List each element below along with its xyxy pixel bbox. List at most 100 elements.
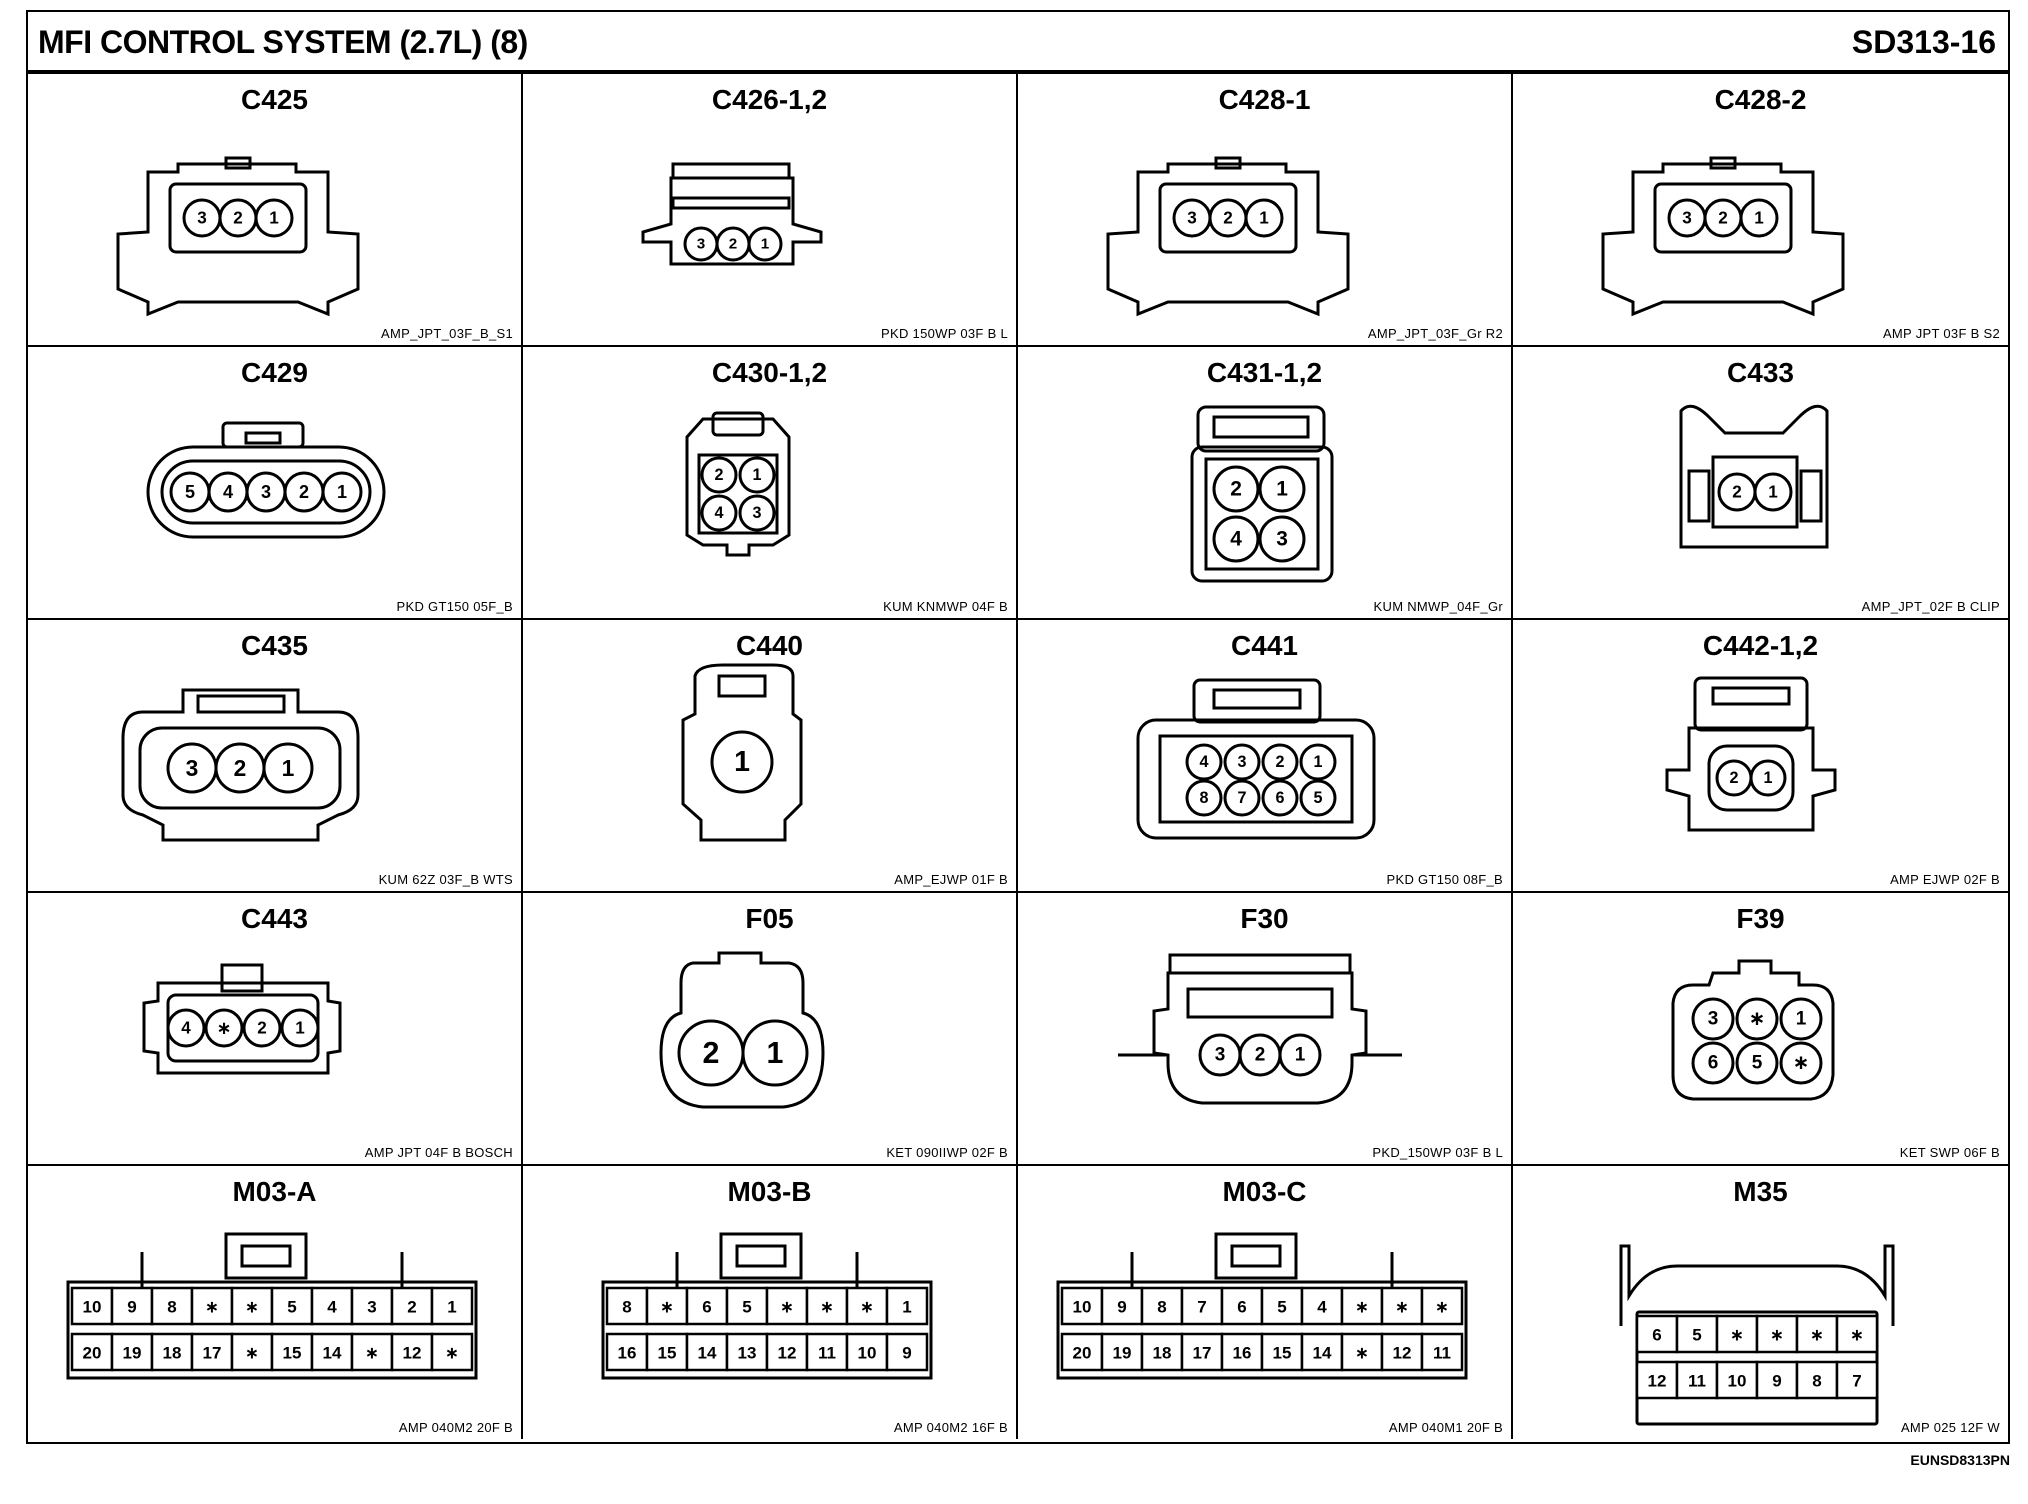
pin-10: 10 [845, 1332, 889, 1372]
housing-outline [224, 1232, 308, 1280]
pin-2: 2 [1715, 759, 1753, 797]
pin-15: 15 [1260, 1332, 1304, 1372]
pin-label: 3 [261, 482, 271, 502]
pin-label: 8 [622, 1298, 631, 1317]
pin-label: 14 [1313, 1344, 1332, 1363]
connector-name: C440 [736, 630, 803, 661]
pin-label: 3 [1238, 753, 1247, 771]
pin-1: 1 [1278, 1033, 1322, 1077]
housing-outline [240, 1244, 292, 1268]
pin-20: 20 [1060, 1332, 1104, 1372]
pin-label: 11 [818, 1344, 836, 1363]
pin-label: 3 [367, 1298, 376, 1317]
pin-label: 4 [1317, 1298, 1327, 1317]
pin-3: 3 [683, 226, 719, 262]
housing-outline [685, 417, 791, 557]
connector-part-code: PKD GT150 08F_B [1386, 872, 1503, 887]
pin-4: 4 [700, 494, 738, 532]
page-code: SD313-16 [1851, 24, 1996, 60]
connector-name: F39 [1736, 903, 1785, 934]
connector-name: M03-C [1222, 1176, 1307, 1207]
pin-label: 10 [1728, 1372, 1747, 1391]
pin-3: 3 [1691, 997, 1735, 1041]
pin-label: 10 [1073, 1298, 1092, 1317]
pin-label: ∗ [1749, 1008, 1766, 1030]
housing-outline [1214, 156, 1242, 170]
pin-label: 2 [299, 482, 309, 502]
housing-outline [671, 196, 791, 210]
pin-label: 3 [197, 209, 207, 228]
pin-13: 13 [725, 1332, 769, 1372]
housing-outline [244, 431, 282, 445]
housing-outline [671, 162, 791, 180]
pin-4: 4 [166, 1008, 206, 1048]
connector-part-code: AMP 040M2 16F B [893, 1420, 1008, 1435]
housing-outline [1687, 469, 1711, 523]
pin-7: 7 [1180, 1286, 1224, 1326]
housing-outline [1679, 404, 1829, 549]
pin-4: 4 [1212, 515, 1260, 563]
housing-outline [1192, 678, 1322, 724]
pin-5: 5 [169, 471, 211, 513]
pin-empty: ∗ [1340, 1286, 1384, 1326]
pin-label: 3 [697, 236, 705, 253]
pin-label: ∗ [1355, 1344, 1369, 1363]
pin-label: 1 [337, 482, 347, 502]
housing-outline [1214, 1232, 1298, 1280]
pin-label: ∗ [245, 1298, 259, 1317]
pin-label: 2 [233, 209, 243, 228]
connector-name: C443 [241, 903, 308, 934]
pin-label: 2 [715, 466, 724, 484]
pin-label: ∗ [1793, 1052, 1810, 1074]
pin-5: 5 [725, 1286, 769, 1326]
pin-label: 1 [1764, 769, 1773, 787]
housing-outline [138, 726, 342, 810]
pin-6: 6 [685, 1286, 729, 1326]
pin-10: 10 [70, 1286, 114, 1326]
pin-2: 2 [1238, 1033, 1282, 1077]
housing-outline [66, 1280, 478, 1380]
pin-empty: ∗ [1340, 1332, 1384, 1372]
pin-label: 9 [902, 1344, 911, 1363]
pin-1: 1 [1739, 198, 1779, 238]
housing-outline [1106, 162, 1350, 317]
housing-outline [146, 445, 386, 539]
pin-label: 12 [1393, 1344, 1412, 1363]
pin-label: 2 [257, 1019, 267, 1038]
pin-17: 17 [190, 1332, 234, 1372]
pin-label: ∗ [660, 1298, 674, 1317]
housing-outline [1693, 676, 1809, 732]
connector-name: C426-1,2 [711, 84, 828, 115]
pin-16: 16 [605, 1332, 649, 1372]
pin-label: 16 [618, 1344, 637, 1363]
pin-label: 2 [407, 1298, 416, 1317]
pin-12: 12 [1380, 1332, 1424, 1372]
housing-outline [1601, 162, 1845, 317]
pin-label: ∗ [780, 1298, 794, 1317]
pin-20: 20 [70, 1332, 114, 1372]
pin-1: 1 [254, 198, 294, 238]
pin-label: 3 [1682, 209, 1692, 228]
pin-label: 1 [1295, 1045, 1306, 1066]
pin-label: 3 [186, 755, 199, 781]
pin-label: 1 [902, 1298, 911, 1317]
housing-outline [1212, 415, 1310, 439]
pin-empty: ∗ [230, 1332, 274, 1372]
pin-8: 8 [1140, 1286, 1184, 1326]
pin-label: 19 [123, 1344, 142, 1363]
pin-empty: ∗ [350, 1332, 394, 1372]
connector-name: C433 [1727, 357, 1794, 388]
pin-5: 5 [1735, 1041, 1779, 1085]
pin-label: ∗ [1435, 1298, 1449, 1317]
